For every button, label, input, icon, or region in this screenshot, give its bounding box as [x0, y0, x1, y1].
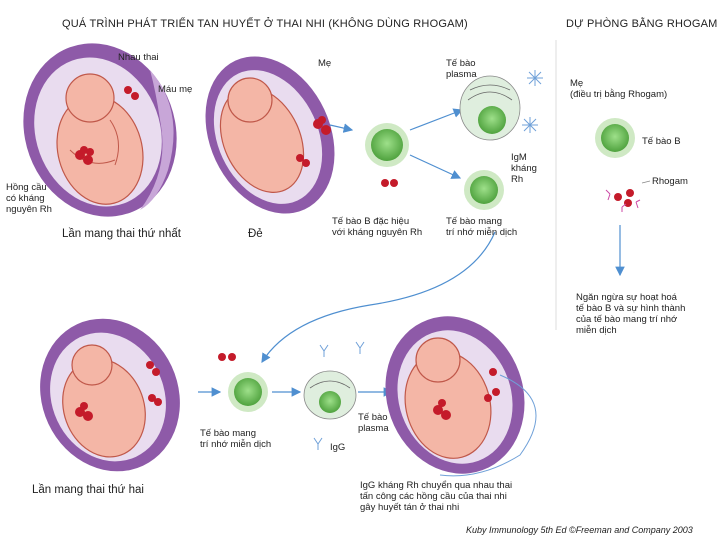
label-maternal-blood: Máu mẹ: [158, 84, 193, 95]
rh-rbc-bottom: [218, 353, 236, 361]
plasma-cell-top: [459, 75, 521, 141]
plasma-cell-bottom: [303, 370, 357, 420]
second-pregnancy-illustration: [40, 318, 180, 472]
fetal-rbc-cluster: [75, 146, 94, 165]
arrow-to-memory-top: [409, 154, 462, 179]
label-plasma-cell-bottom: Tế bào plasma: [358, 412, 389, 434]
rhogam-rbc: [614, 189, 634, 207]
igg-placenta-path: [439, 374, 537, 477]
header-rhogam-prevention: DỰ PHÒNG BẰNG RHOGAM: [566, 18, 718, 30]
first-pregnancy-illustration: [23, 43, 177, 217]
delivery-illustration: [205, 56, 335, 214]
label-delivery: Đẻ: [248, 228, 263, 240]
delivery-rbc-clusters: [296, 116, 331, 167]
label-prevention-result: Ngăn ngừa sự hoạt hoá tế bào B và sự hìn…: [576, 292, 686, 336]
label-igg-hemolysis: IgG kháng Rh chuyển qua nhau thai tấn cô…: [360, 480, 513, 513]
igg-antibodies: [313, 341, 365, 450]
label-igm: IgM kháng Rh: [511, 152, 537, 185]
label-placenta: Nhau thai: [118, 52, 159, 63]
credit-line: Kuby Immunology 5th Ed ©Freeman and Comp…: [466, 525, 693, 535]
maternal-rbc-cluster: [124, 86, 139, 100]
label-first-pregnancy: Lần mang thai thứ nhất: [62, 228, 181, 240]
memory-cell-top: [464, 170, 504, 210]
second-pregnancy-rbc: [75, 361, 162, 421]
label-igg: IgG: [330, 442, 346, 453]
label-rhogam: Rhogam: [652, 176, 688, 187]
label-b-cell: Tế bào B: [642, 136, 681, 147]
memory-cell-bottom: [228, 372, 268, 412]
arrow-to-b-cell: [329, 123, 354, 133]
hemolysis-rbc: [433, 368, 500, 420]
label-memory-cell-top: Tế bào mang trí nhớ miễn dịch: [446, 216, 518, 238]
b-cell-rhogam: [595, 118, 635, 158]
arrow-to-plasma-top: [409, 108, 464, 131]
label-second-pregnancy: Lần mang thai thứ hai: [32, 484, 144, 496]
label-specific-b-cell: Tế bào B đặc hiệu với kháng nguyên Rh: [332, 216, 423, 238]
label-plasma-cell-top: Tế bào plasma: [446, 58, 477, 80]
label-memory-cell-bottom: Tế bào mang trí nhớ miễn dịch: [200, 428, 272, 450]
header-hemolysis-process: QUÁ TRÌNH PHÁT TRIỂN TAN HUYẾT Ở THAI NH…: [62, 18, 468, 30]
hemolysis-pregnancy-illustration: [385, 316, 525, 474]
arrow-memory-to-second-pregnancy: [261, 231, 496, 364]
rh-rbc-top: [381, 179, 398, 187]
igm-antibodies: [522, 70, 543, 133]
label-mother: Mẹ: [318, 58, 332, 69]
b-cell-top: [365, 123, 409, 167]
label-rh-rbc: Hồng cầu có kháng nguyên Rh: [6, 182, 52, 215]
rhogam-antibodies: [605, 189, 641, 212]
label-mother-rhogam: Mẹ (điều trị bằng Rhogam): [570, 78, 668, 100]
